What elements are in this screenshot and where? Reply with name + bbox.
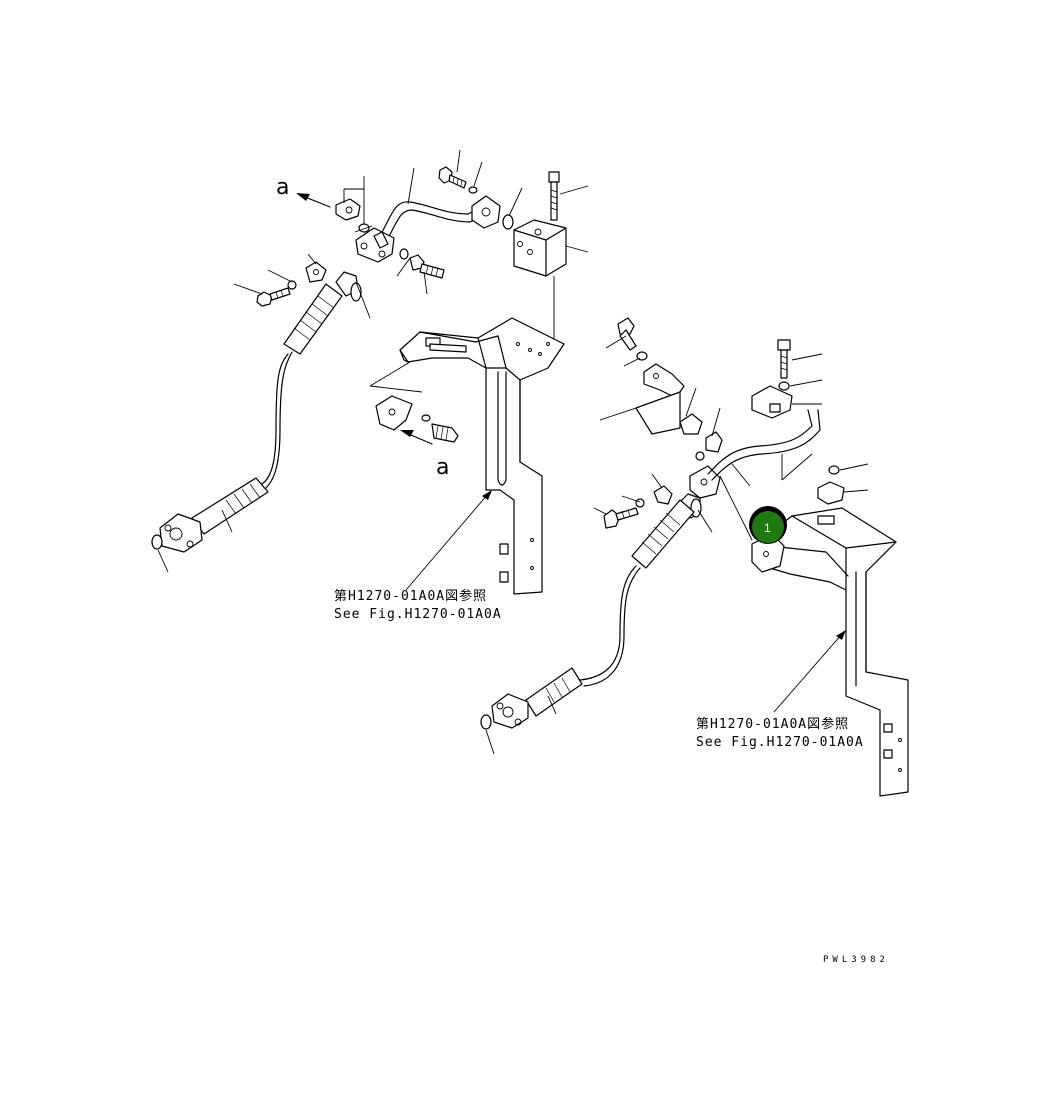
view-label-a-bottom: a: [436, 455, 449, 480]
left-clamp: [335, 198, 361, 221]
left-pipe: [377, 201, 483, 247]
ref-left-jp: 第H1270-01A0A図参照: [334, 588, 487, 604]
left-pipe-flange-right: [471, 195, 501, 229]
right-hose-bolt: [603, 485, 673, 529]
left-frame: [369, 317, 565, 595]
right-frame: [751, 507, 909, 797]
ref-left-en: See Fig.H1270-01A0A: [334, 607, 502, 622]
callout-1-number: 1: [764, 521, 771, 535]
view-arrow-top: [296, 193, 331, 208]
right-assembly: 第H1270-01A0A図参照 See Fig.H1270-01A0A: [480, 317, 909, 797]
right-pipe-clamp: [751, 385, 793, 419]
drawing-code: PWL3982: [823, 955, 889, 965]
callout-1[interactable]: 1: [749, 506, 787, 544]
left-block-bolt: [548, 171, 560, 221]
left-top-bolt: [438, 166, 478, 194]
left-hose: [261, 283, 343, 489]
right-pipe: [707, 409, 821, 481]
right-ref-leader: [773, 630, 846, 713]
callout-1-fill: [752, 511, 784, 543]
right-upper-bolt: [777, 339, 791, 391]
right-hose: [579, 499, 695, 687]
right-hose-lower-end: [480, 667, 583, 730]
right-small-block: [817, 465, 845, 505]
left-lower-bracket: [375, 395, 459, 445]
ref-right-jp: 第H1270-01A0A図参照: [696, 716, 849, 732]
left-oring-right: [502, 214, 514, 230]
left-leaders: [157, 149, 589, 573]
left-valve-block: [513, 219, 567, 340]
left-hose-lower-end: [151, 477, 269, 553]
left-assembly: a: [151, 149, 589, 622]
right-small-parts: [679, 413, 723, 499]
left-pipe-flange: [355, 227, 395, 263]
right-top-bolt: [617, 317, 648, 361]
left-mid-bolt: [399, 248, 445, 279]
right-plate: [635, 391, 681, 435]
right-leaders: [485, 335, 869, 755]
view-label-a-top: a: [276, 175, 289, 200]
ref-right-en: See Fig.H1270-01A0A: [696, 735, 864, 750]
left-ref-leader: [405, 490, 492, 591]
left-hose-bolt: [256, 261, 327, 307]
